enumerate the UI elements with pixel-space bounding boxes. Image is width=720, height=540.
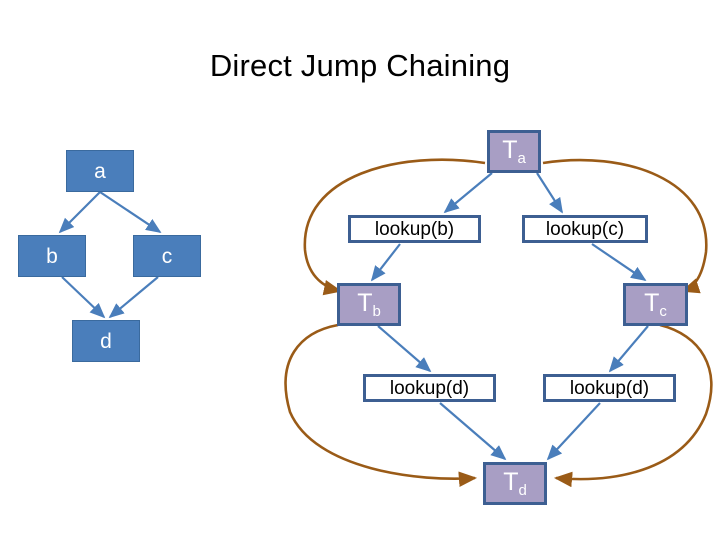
- chain-edge-tc-td: [553, 323, 713, 488]
- source-node-c-label: c: [161, 244, 173, 268]
- source-node-a-label: a: [94, 159, 106, 183]
- source-edge-a-c: [99, 191, 162, 233]
- source-node-b-label: b: [46, 244, 58, 268]
- lookup-box-d-right[interactable]: lookup(d): [543, 374, 676, 402]
- translated-edge-lookupd-left-td: [439, 402, 507, 461]
- translated-node-ta-label: Ta: [502, 136, 526, 167]
- translated-node-tb[interactable]: Tb: [337, 283, 401, 326]
- translated-node-td-label: Td: [503, 468, 527, 499]
- source-edge-a-b: [58, 191, 101, 234]
- translated-edge-tb-lookupd-left: [377, 325, 432, 373]
- source-node-d-label: d: [100, 329, 112, 353]
- chain-edge-ta-tc: [542, 158, 708, 294]
- source-edge-c-d: [108, 276, 159, 319]
- translated-node-tc-label: Tc: [644, 289, 667, 320]
- translated-node-tc[interactable]: Tc: [623, 283, 688, 326]
- chain-edge-tb-td: [284, 323, 478, 487]
- translated-edge-tc-lookupd-right: [608, 325, 649, 373]
- source-node-c[interactable]: c: [133, 235, 201, 277]
- translated-node-tb-label: Tb: [357, 289, 381, 320]
- translated-node-ta[interactable]: Ta: [487, 130, 541, 173]
- lookup-box-b[interactable]: lookup(b): [348, 215, 481, 243]
- source-node-d[interactable]: d: [72, 320, 140, 362]
- translated-edge-ta-lookupb: [443, 172, 493, 214]
- chain-edge-ta-tb: [303, 158, 486, 296]
- translated-edge-ta-lookupc: [536, 172, 563, 214]
- translated-node-td[interactable]: Td: [483, 462, 547, 505]
- translated-edge-lookupd-right-td: [546, 402, 601, 461]
- lookup-box-d-left-label: lookup(d): [389, 377, 470, 399]
- lookup-box-d-left[interactable]: lookup(d): [363, 374, 496, 402]
- source-node-a[interactable]: a: [66, 150, 134, 192]
- lookup-box-b-label: lookup(b): [374, 218, 455, 240]
- source-edge-b-d: [61, 276, 106, 319]
- lookup-box-d-right-label: lookup(d): [569, 377, 650, 399]
- translated-edge-lookupb-tb: [370, 243, 401, 282]
- source-node-b[interactable]: b: [18, 235, 86, 277]
- page-title: Direct Jump Chaining: [209, 48, 511, 83]
- lookup-box-c[interactable]: lookup(c): [522, 215, 648, 243]
- translated-edge-lookupc-tc: [591, 243, 647, 281]
- lookup-box-c-label: lookup(c): [545, 218, 625, 240]
